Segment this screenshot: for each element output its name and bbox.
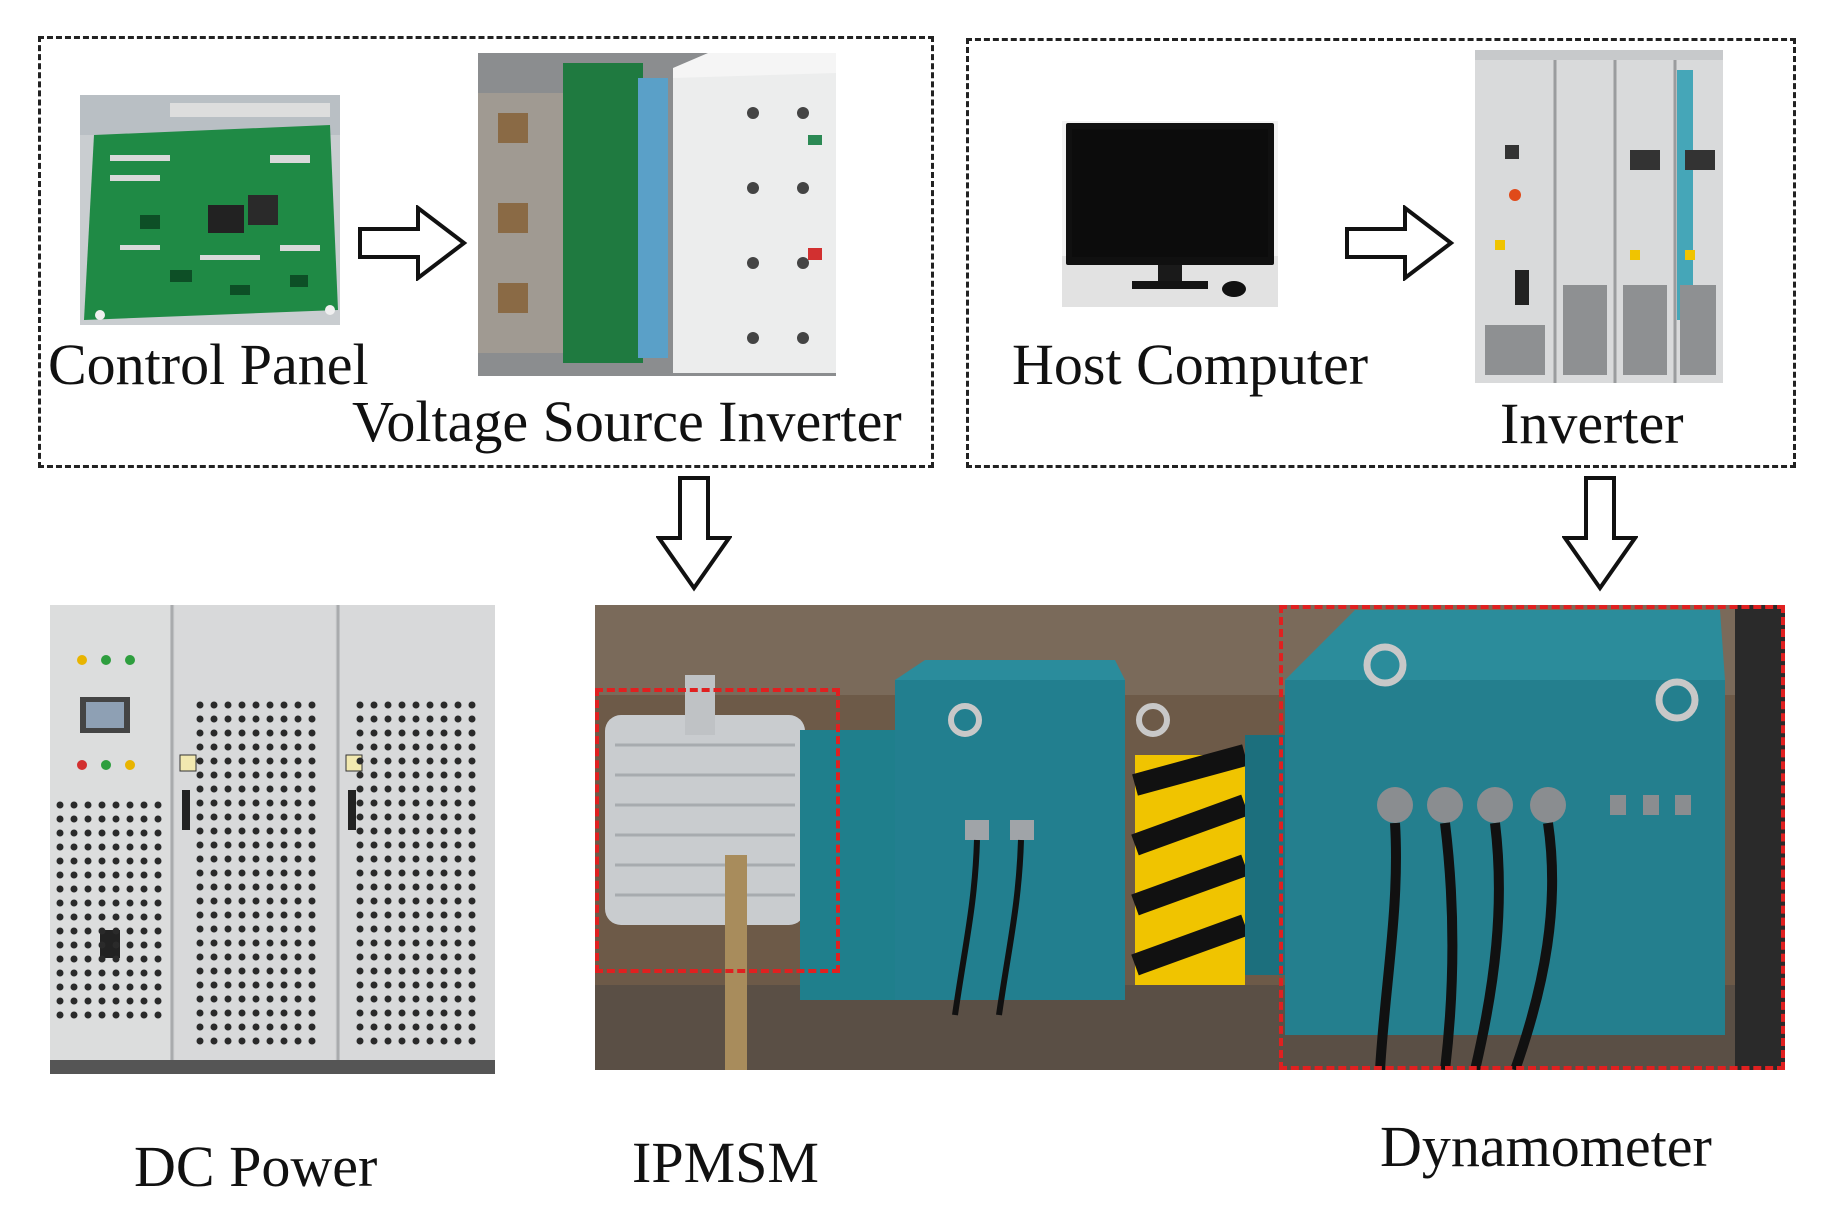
voltage-source-inverter-photo [478,53,836,376]
dc-power-photo [50,605,495,1074]
inverter-label: Inverter [1500,391,1684,456]
right-arrow-icon [1345,205,1455,281]
host-computer-photo [1062,121,1278,307]
right-dashed-group [966,38,1796,468]
host-computer-label: Host Computer [1012,332,1369,397]
control-panel-photo [80,95,340,325]
control-panel-label: Control Panel [48,332,369,397]
dynamometer-highlight-box [1279,605,1785,1070]
voltage-source-inverter-label: Voltage Source Inverter [352,389,902,454]
ipmsm-label: IPMSM [632,1130,819,1195]
test-bench-photo [595,605,1785,1070]
down-arrow-icon [656,476,732,592]
ipmsm-highlight-box [595,688,840,973]
right-arrow-icon [358,205,468,281]
inverter-photo [1475,50,1723,383]
dc-power-label: DC Power [134,1134,378,1199]
down-arrow-icon [1562,476,1638,592]
dynamometer-label: Dynamometer [1380,1114,1712,1179]
left-dashed-group [38,36,934,468]
